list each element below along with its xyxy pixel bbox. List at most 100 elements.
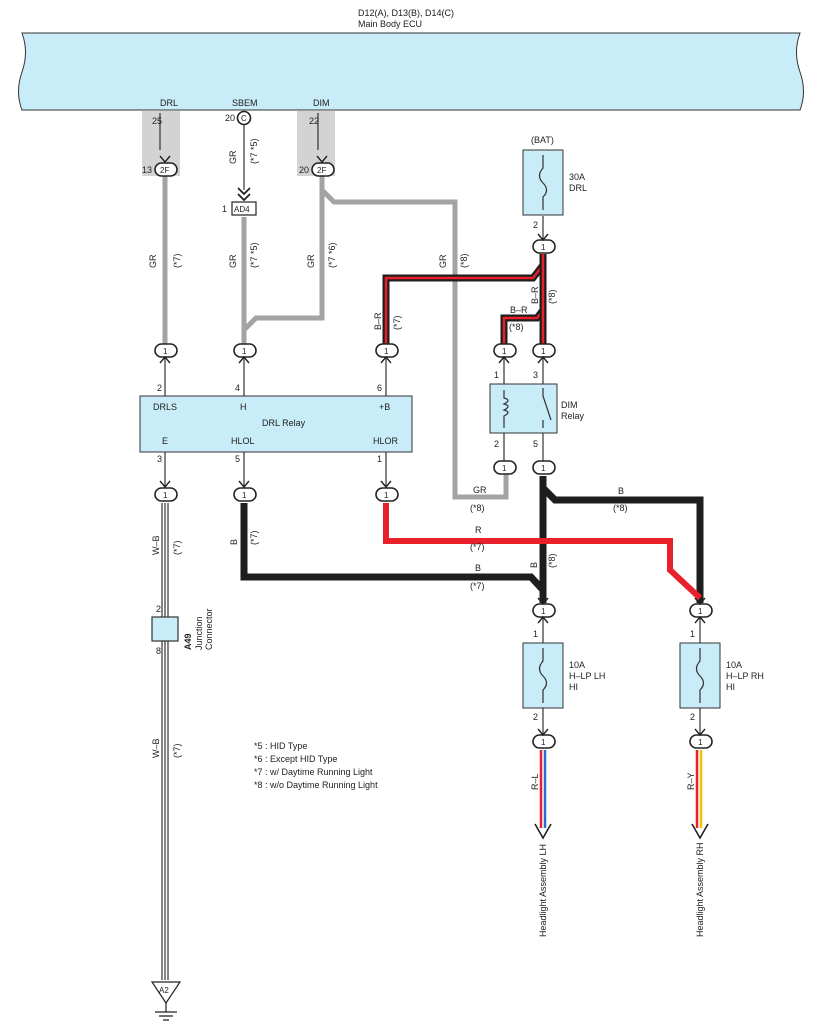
relay-pin-5: 5 [235, 454, 240, 464]
bat-fuse-pin: 2 [533, 220, 538, 230]
fuse-rh-line2: HI [726, 682, 735, 692]
label-n8-dim5: (*8) [547, 553, 557, 568]
junction-line2: Connector [204, 608, 214, 650]
ecu-pin-dim-name: DIM [313, 98, 330, 108]
junction-id: A49 [183, 633, 193, 650]
drl-pin: 25 [152, 116, 162, 126]
conn-1-rh-out [689, 734, 713, 749]
ecu-connectors: D12(A), D13(B), D14(C) [358, 8, 454, 18]
ecu-pin-drl-name: DRL [160, 98, 178, 108]
chevron-down-icon [694, 597, 706, 606]
wire-r-hlor [383, 503, 703, 601]
bat-fuse-name: DRL [569, 183, 587, 193]
chevron-down-icon [159, 480, 171, 489]
label-n7-plusb: (*7) [392, 315, 402, 330]
label-w-b-lower: W–B [151, 738, 161, 758]
label-r-y: R–Y [686, 772, 696, 790]
conn-1-e [154, 487, 178, 502]
dim-relay-pin-5: 5 [533, 439, 538, 449]
relay-coil-icon [502, 390, 509, 428]
relay-pin-4: 4 [235, 383, 240, 393]
label-b-r-main: B–R [530, 286, 540, 304]
label-w-b-upper: W–B [151, 535, 161, 555]
conn-1-label: 1 [163, 347, 168, 356]
label-n7n5-sbem: (*7 *5) [249, 138, 259, 164]
conn-1-label: 1 [384, 347, 389, 356]
connector-drl-2f [154, 162, 178, 177]
fuse-rh-pin-bot: 2 [690, 712, 695, 722]
wire-dim-gr [242, 176, 325, 332]
note-6: *6 : Except HID Type [254, 754, 337, 764]
label-b-hlol: B [229, 539, 239, 545]
relay-pin-2: 2 [157, 383, 162, 393]
conn-1-hlol [233, 487, 257, 502]
bat-fuse-rating: 30A [569, 172, 585, 182]
label-n8-dim: (*8) [509, 322, 524, 332]
conn-1-dim2 [493, 460, 517, 475]
relay-pin-1: 1 [377, 454, 382, 464]
conn-1-plusb [375, 343, 399, 358]
wire-w-b [161, 503, 169, 980]
ground-icon [155, 1003, 177, 1021]
conn-1-hlor [375, 487, 399, 502]
chevron-down-icon [238, 480, 250, 489]
conn-1-label: 1 [502, 464, 507, 473]
conn-1-label: 1 [242, 491, 247, 500]
drl-relay-name: DRL Relay [262, 418, 306, 428]
label-gr-sbem: GR [228, 150, 238, 164]
sbem-pin: 20 [225, 113, 235, 123]
wire-b-to-rh [540, 485, 704, 603]
fuse-lh-pin-bot: 2 [533, 712, 538, 722]
fuse-lh-rating: 10A [569, 660, 585, 670]
label-n7-w-b-upper: (*7) [172, 540, 182, 555]
wire-dim-gr-nodrl [320, 188, 509, 500]
output-headlight-rh: Headlight Assembly RH [695, 842, 705, 937]
fuse-lh-pin-top: 1 [533, 629, 538, 639]
chevron-up-icon [159, 355, 171, 364]
arrow-to-rh-icon [691, 823, 709, 840]
label-n8-dim2: (*8) [470, 503, 485, 513]
label-n7-w-b-lower: (*7) [172, 743, 182, 758]
ecu-pin-sbem-name: SBEM [232, 98, 258, 108]
chevron-down-icon [537, 728, 549, 737]
label-gr-nodrl: GR [438, 254, 448, 268]
fuse-lh-line1: H–LP LH [569, 671, 605, 681]
conn-1-dim3 [532, 343, 556, 358]
chevron-down-icon [694, 728, 706, 737]
label-b-r-plusb: B–R [373, 312, 383, 330]
conn-1-label: 1 [541, 243, 546, 252]
fuse-icon [695, 648, 705, 703]
relay-pin-3: 3 [157, 454, 162, 464]
conn-1-label: 1 [541, 607, 546, 616]
conn-1-rh-in [689, 603, 713, 618]
dim-relay-pin-3: 3 [533, 370, 538, 380]
drl-relay-box [139, 395, 413, 453]
conn-1-dim1 [493, 343, 517, 358]
ecu-name: Main Body ECU [358, 19, 422, 29]
conn-1-label: 1 [502, 347, 507, 356]
fuse-rh-rating: 10A [726, 660, 742, 670]
connector-sbem-c [236, 110, 252, 126]
label-n7n5-sbem2: (*7 *5) [249, 242, 259, 268]
conn-1-label: 1 [698, 738, 703, 747]
dim-conn-id: 2F [317, 166, 326, 175]
fuse-icon [538, 648, 548, 703]
label-n8-nodrl: (*8) [459, 253, 469, 268]
label-b-r-dim: B–R [510, 305, 528, 315]
chevron-down-icon [159, 155, 171, 164]
fuse-rh-line1: H–LP RH [726, 671, 764, 681]
label-r-hlor: R [475, 525, 482, 535]
fuse-icon [538, 155, 548, 210]
ad4-label: AD4 [234, 205, 250, 214]
conn-1-label: 1 [541, 347, 546, 356]
chevron-down-icon [537, 233, 549, 242]
ground-label: A2 [159, 986, 169, 995]
label-n7-drl: (*7) [172, 253, 182, 268]
conn-1-drls [154, 343, 178, 358]
label-n7-hlol-h: (*7) [470, 581, 485, 591]
conn-1-h [233, 343, 257, 358]
conn-1-label: 1 [698, 607, 703, 616]
dim-relay-box [489, 383, 558, 434]
chevron-up-icon [537, 615, 549, 624]
relay-top-drls: DRLS [153, 402, 177, 412]
